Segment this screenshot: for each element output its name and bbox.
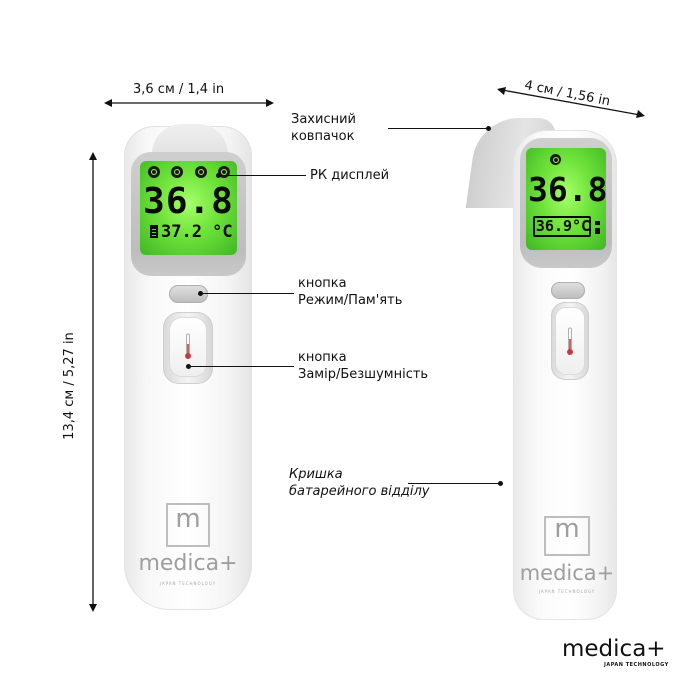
measure-callout-line2: Замір/Безшумність — [298, 367, 429, 382]
object-mode-icon — [171, 166, 184, 178]
side-thermometer-icon — [567, 327, 573, 355]
face-mode-icon — [148, 166, 160, 178]
side-secondary-frame — [533, 216, 591, 237]
height-dimension-label: 13,4 см / 5,27 in — [62, 332, 77, 440]
front-brand: medica+ — [138, 551, 238, 576]
front-main-reading: 36.8 — [143, 181, 234, 222]
display-callout: РК дисплей — [310, 168, 390, 183]
front-secondary-row: 37.2 °C — [150, 222, 235, 242]
front-logo-box — [166, 503, 210, 547]
side-main-reading: 36.8 — [528, 170, 608, 209]
sound-icon — [194, 166, 207, 178]
side-measure-silent-button[interactable] — [556, 308, 584, 374]
height-dimension-arrow — [89, 152, 97, 612]
side-logo-box — [544, 516, 590, 556]
front-probe-top — [152, 124, 228, 154]
front-tagline: JAPAN TECHNOLOGY — [159, 581, 217, 586]
side-sound-icon — [595, 221, 600, 234]
thermometer-icon — [185, 333, 191, 359]
cap-leader-line — [388, 128, 488, 129]
side-brand: medica+ — [519, 561, 615, 585]
side-mode-memory-button[interactable] — [551, 282, 585, 299]
mode-leader-line — [200, 293, 294, 294]
side-lcd-display — [526, 148, 606, 250]
cap-callout-line2: ковпачок — [291, 129, 355, 144]
side-secondary-reading: 36.9°C — [535, 217, 591, 235]
side-face-mode-icon — [550, 154, 561, 165]
side-tagline: JAPAN TECHNOLOGY — [538, 589, 596, 594]
battery-callout-line2: батарейного відділу — [289, 484, 430, 499]
battery-icon — [150, 225, 158, 238]
measure-callout-line1: кнопка — [298, 350, 347, 365]
mode-callout-line1: кнопка — [298, 276, 347, 291]
footer-tagline: JAPAN TECHNOLOGY — [604, 662, 669, 668]
measure-leader-line — [188, 366, 294, 367]
display-leader-line — [218, 175, 306, 176]
width-dimension-arrow — [104, 99, 274, 107]
footer-brand: medica+ — [562, 636, 666, 662]
width-dimension-label: 3,6 см / 1,4 in — [133, 82, 225, 97]
mode-callout-line2: Режим/Пам'ять — [298, 293, 403, 308]
front-logo-letter: m — [175, 504, 201, 534]
front-mode-memory-button[interactable] — [169, 285, 208, 303]
measure-leader-dot — [186, 364, 191, 369]
depth-dimension-arrow — [497, 87, 645, 118]
cap-callout-line1: Захисний — [291, 112, 356, 127]
battery-leader-line — [408, 483, 500, 484]
battery-callout-line1: Кришка — [289, 467, 343, 482]
cap-leader-dot — [486, 126, 491, 131]
display-leader-dot — [216, 173, 221, 178]
mode-leader-dot — [198, 291, 203, 296]
front-secondary-reading: 37.2 °C — [161, 222, 233, 242]
side-logo-letter: m — [554, 514, 580, 544]
battery-leader-dot — [498, 481, 503, 486]
